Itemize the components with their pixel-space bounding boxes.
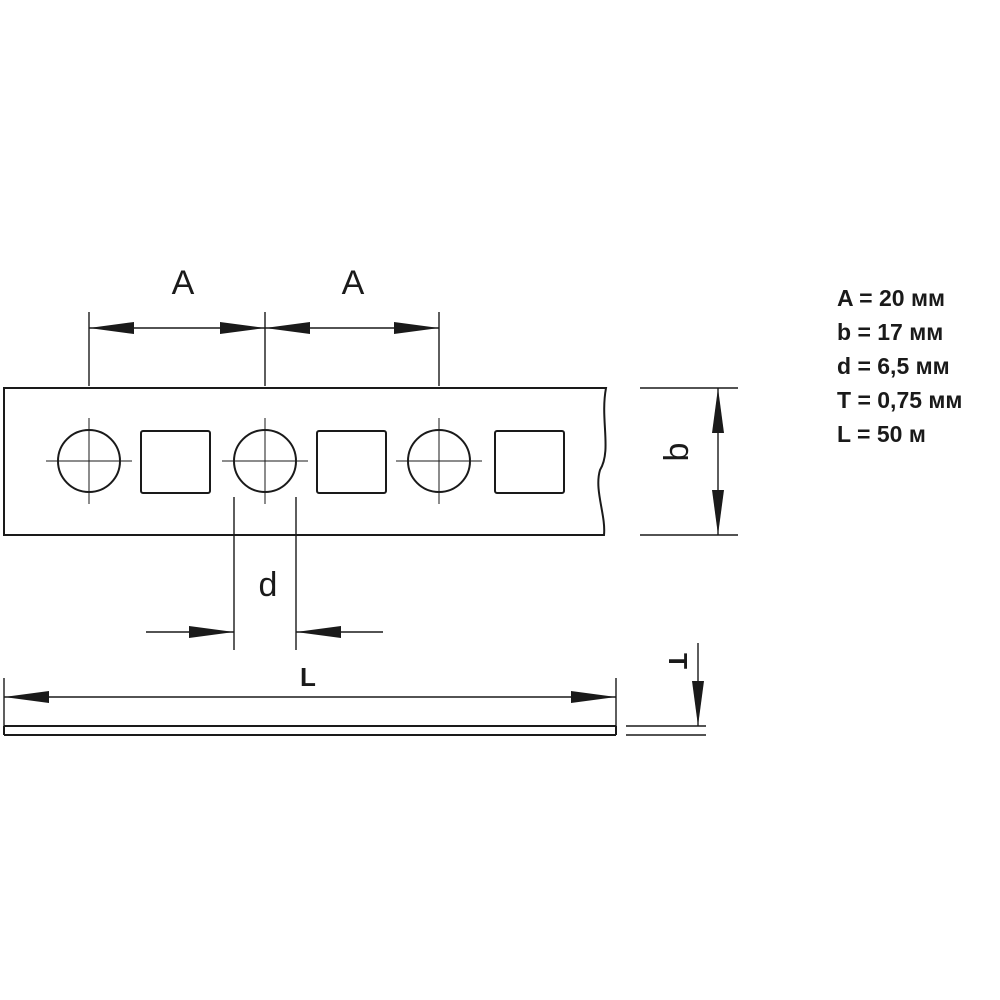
spec-list: A = 20 мм b = 17 мм d = 6,5 мм T = 0,75 … [837,285,962,447]
dimension-b: b [640,387,738,536]
dimension-label-a: A [342,264,365,302]
strip-top-view [3,387,608,536]
dimension-label-t: T [663,653,693,669]
arrow-head [220,322,265,334]
dimension-label-d: d [259,566,278,604]
arrow-head [571,691,616,703]
arrow-head [4,691,49,703]
dimension-t: T [663,643,704,726]
spec-line: A = 20 мм [837,285,945,311]
dimension-label-b: b [658,443,696,462]
dimension-label-a: A [172,264,195,302]
arrow-head [712,490,724,535]
spec-line: T = 0,75 мм [837,387,962,413]
hole-centerlines [46,418,482,504]
square-hole [316,430,387,494]
dimension-d: d [146,497,383,650]
spec-line: d = 6,5 мм [837,353,950,379]
strip-outline [3,387,608,536]
arrow-head [394,322,439,334]
square-hole [140,430,211,494]
dimension-label-l: L [300,662,316,692]
arrow-head [89,322,134,334]
arrow-head [692,681,704,726]
square-hole [494,430,565,494]
spec-line: b = 17 мм [837,319,943,345]
spec-line: L = 50 м [837,421,926,447]
arrow-head [296,626,341,638]
arrow-head [265,322,310,334]
strip-side-view [3,725,706,736]
arrow-head [712,388,724,433]
dimension-a: A A [88,264,440,386]
dimension-l: L [3,662,617,726]
arrow-head [189,626,234,638]
